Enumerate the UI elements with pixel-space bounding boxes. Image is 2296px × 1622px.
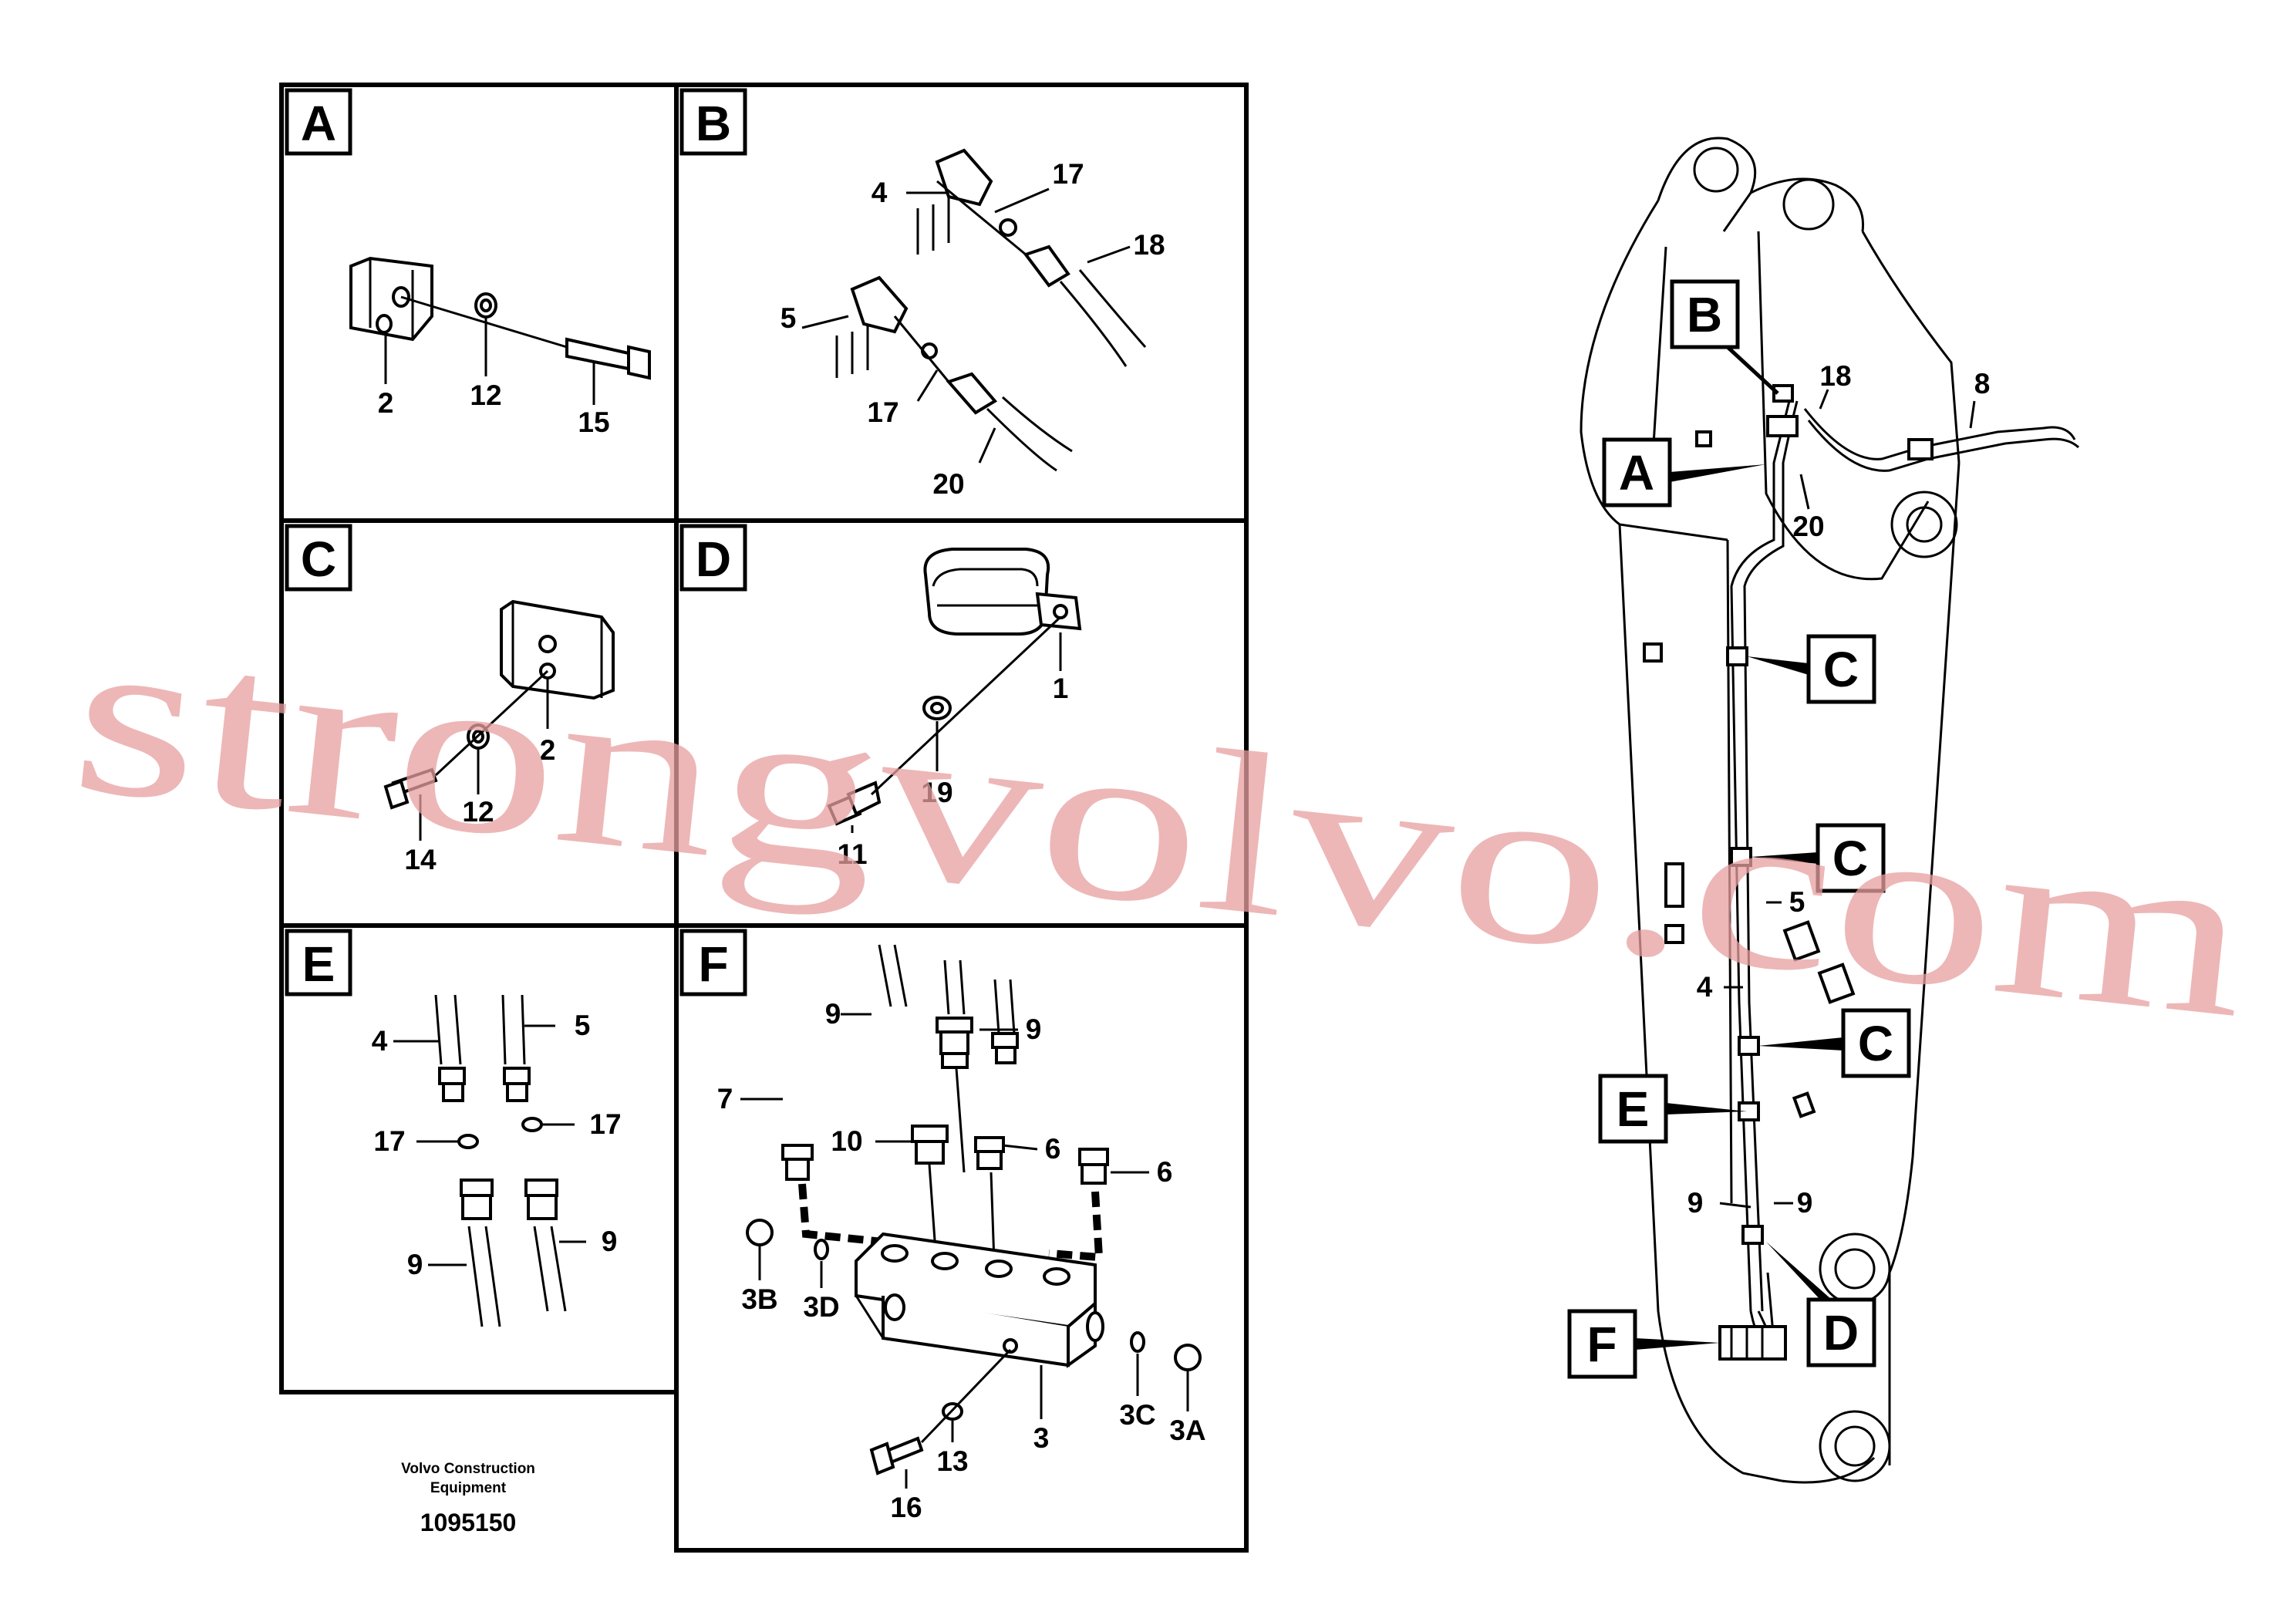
svg-text:A: A xyxy=(1619,445,1654,501)
callout-f-3b: 3B xyxy=(741,1283,777,1315)
panel-label-e: E xyxy=(285,929,352,996)
callout-d-11: 11 xyxy=(837,838,867,870)
overview-callout-5: 5 xyxy=(1789,886,1805,918)
svg-text:B: B xyxy=(1687,287,1722,342)
overview-callout-c2: C xyxy=(1751,823,1886,893)
overview-callout-a: A xyxy=(1602,437,1766,508)
panel-a-drawing: 2 12 15 xyxy=(349,256,651,438)
callout-b-18: 18 xyxy=(1133,229,1165,261)
callout-e-9-right: 9 xyxy=(602,1226,618,1257)
callout-f-13: 13 xyxy=(936,1445,968,1477)
overview-callout-18: 18 xyxy=(1819,360,1851,392)
overview-callout-e: E xyxy=(1598,1074,1747,1144)
callout-a-12: 12 xyxy=(470,379,501,411)
panel-label-f: F xyxy=(679,929,747,996)
callout-e-17-right: 17 xyxy=(589,1108,621,1140)
callout-f-3: 3 xyxy=(1033,1422,1050,1454)
company-name-line1: Volvo Construction xyxy=(401,1461,535,1477)
overview-callout-d: D xyxy=(1766,1242,1876,1367)
overview-callout-9-left: 9 xyxy=(1687,1187,1704,1219)
callout-f-3d: 3D xyxy=(803,1291,839,1323)
callout-f-9-right: 9 xyxy=(1026,1013,1042,1045)
callout-e-17-left: 17 xyxy=(373,1125,405,1157)
callout-f-3c: 3C xyxy=(1119,1399,1155,1431)
callout-c-2: 2 xyxy=(540,734,556,766)
callout-f-3a: 3A xyxy=(1169,1415,1205,1446)
callout-f-6-left: 6 xyxy=(1045,1133,1061,1165)
panel-label-b: B xyxy=(679,88,747,156)
svg-text:C: C xyxy=(1823,642,1859,697)
svg-text:C: C xyxy=(1832,831,1868,886)
callout-a-15: 15 xyxy=(578,406,609,438)
callout-b-17-upper: 17 xyxy=(1052,158,1084,190)
svg-text:D: D xyxy=(1823,1305,1859,1361)
svg-text:B: B xyxy=(696,96,731,151)
panel-d-drawing: 1 19 11 xyxy=(827,548,1082,870)
callout-b-17-lower: 17 xyxy=(867,396,899,428)
callout-e-5: 5 xyxy=(575,1010,591,1041)
callout-f-9-left: 9 xyxy=(825,998,841,1030)
panel-f-drawing: 9 9 7 10 6 6 3B 3D 3 3C 3A 13 16 xyxy=(717,944,1206,1523)
callout-f-7: 7 xyxy=(717,1083,733,1114)
drawing-number: 1095150 xyxy=(420,1509,517,1536)
panel-b-drawing: 4 17 18 5 17 20 xyxy=(781,148,1165,500)
watermark-text: strongvolvo.com xyxy=(62,583,2260,1067)
callout-c-12: 12 xyxy=(462,796,494,828)
overview-callout-9-right: 9 xyxy=(1797,1187,1813,1219)
panel-label-d: D xyxy=(679,524,747,592)
callout-b-4: 4 xyxy=(872,177,888,208)
callout-f-16: 16 xyxy=(890,1492,922,1523)
svg-text:C: C xyxy=(1858,1016,1893,1071)
overview-callout-c3: C xyxy=(1758,1008,1911,1078)
footer-block: Volvo Construction Equipment 1095150 xyxy=(401,1461,535,1536)
callout-e-9-left: 9 xyxy=(407,1249,423,1280)
panel-c-drawing: 2 12 14 xyxy=(383,599,615,875)
callout-d-1: 1 xyxy=(1053,673,1069,704)
panel-label-a: A xyxy=(285,88,352,156)
svg-text:C: C xyxy=(301,531,336,587)
panel-label-c: C xyxy=(285,524,352,592)
overview-callout-f: F xyxy=(1567,1309,1720,1379)
overview-callout-20: 20 xyxy=(1792,511,1824,542)
callout-b-20: 20 xyxy=(932,468,964,500)
svg-text:F: F xyxy=(1586,1317,1617,1372)
overview-callout-4: 4 xyxy=(1697,971,1713,1003)
callout-a-2: 2 xyxy=(378,387,394,419)
svg-text:A: A xyxy=(301,96,336,151)
callout-d-19: 19 xyxy=(921,777,952,808)
boom-arm-overview: B A C C C E F xyxy=(1567,137,2080,1484)
panel-grid xyxy=(279,83,1249,1553)
callout-c-14: 14 xyxy=(404,844,437,875)
overview-callout-b: B xyxy=(1670,279,1779,395)
overview-callout-8: 8 xyxy=(1974,368,1991,400)
company-name-line2: Equipment xyxy=(430,1480,507,1496)
callout-f-10: 10 xyxy=(831,1125,862,1157)
callout-f-6-right: 6 xyxy=(1157,1156,1173,1188)
svg-text:E: E xyxy=(1617,1081,1650,1137)
callout-b-5: 5 xyxy=(781,302,797,334)
callout-e-4: 4 xyxy=(372,1025,388,1057)
svg-text:D: D xyxy=(696,531,731,587)
svg-text:E: E xyxy=(302,936,335,992)
panel-e-drawing: 4 5 17 17 9 9 xyxy=(372,994,622,1327)
overview-callout-c1: C xyxy=(1747,634,1876,704)
svg-text:F: F xyxy=(698,936,728,992)
